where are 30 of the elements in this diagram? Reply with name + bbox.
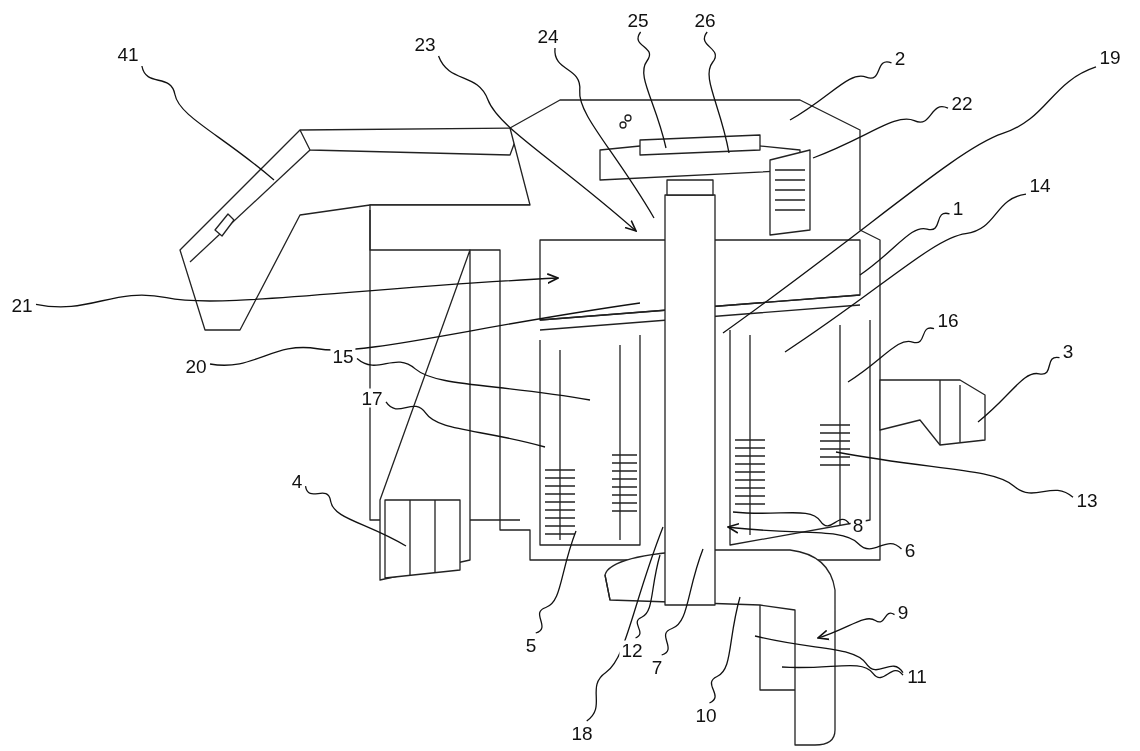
callout-number: 17 <box>359 388 385 408</box>
leader-line <box>437 55 637 232</box>
leader-line <box>535 530 577 634</box>
leader-line <box>385 401 546 448</box>
callout-number: 15 <box>330 346 356 366</box>
leader-line <box>356 357 591 401</box>
leader-line <box>586 526 664 722</box>
leader-line <box>754 635 904 674</box>
leader-line <box>708 596 741 704</box>
leader-line <box>209 302 641 366</box>
leader-line <box>977 356 1061 423</box>
leader-line <box>703 31 730 154</box>
leader-line <box>781 664 904 679</box>
leader-line <box>817 612 896 640</box>
leader-line <box>732 511 851 527</box>
leader-line <box>304 485 407 547</box>
leader-line <box>859 212 951 276</box>
leader-line <box>835 451 1074 498</box>
leader-line <box>637 31 667 149</box>
leader-line <box>141 65 275 181</box>
leader-line <box>847 327 935 383</box>
leader-line <box>784 193 1027 353</box>
callout-number: 12 <box>619 640 645 660</box>
leader-line <box>554 47 655 219</box>
leader-line <box>661 548 704 656</box>
leader-line <box>35 273 559 308</box>
leader-line <box>634 554 661 639</box>
leader-line <box>722 66 1097 334</box>
leader-line <box>727 522 903 550</box>
leader-line <box>812 106 949 159</box>
